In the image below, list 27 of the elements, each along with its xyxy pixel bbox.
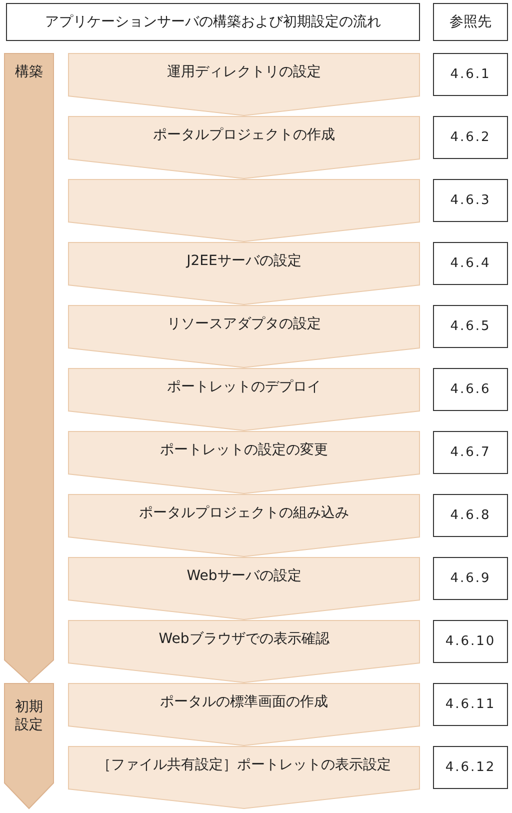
reference-box: 4.6.1 (433, 53, 508, 96)
step-box: Webサーバの設定 (68, 557, 420, 620)
reference-box: 4.6.8 (433, 494, 508, 537)
title-box: アプリケーションサーバの構築および初期設定の流れ (6, 3, 420, 41)
reference-box: 4.6.10 (433, 620, 508, 663)
reference-box: 4.6.6 (433, 368, 508, 411)
step-box: 運用ディレクトリの設定 (68, 53, 420, 116)
step-box: ポートレットの設定の変更 (68, 431, 420, 494)
step-box (68, 179, 420, 242)
reference-box: 4.6.4 (433, 242, 508, 285)
step-box: J2EEサーバの設定 (68, 242, 420, 305)
step-box: リソースアダプタの設定 (68, 305, 420, 368)
reference-box: 4.6.7 (433, 431, 508, 474)
phase-band: 初期設定 (4, 683, 54, 809)
reference-box: 4.6.2 (433, 116, 508, 159)
step-box: ポータルプロジェクトの作成 (68, 116, 420, 179)
step-box: Webブラウザでの表示確認 (68, 620, 420, 683)
step-box: ［ファイル共有設定］ポートレットの表示設定 (68, 746, 420, 809)
header-box: 参照先 (433, 3, 508, 41)
reference-box: 4.6.9 (433, 557, 508, 600)
reference-box: 4.6.5 (433, 305, 508, 348)
reference-box: 4.6.12 (433, 746, 508, 789)
reference-box: 4.6.3 (433, 179, 508, 222)
reference-box: 4.6.11 (433, 683, 508, 726)
step-box: ポータルプロジェクトの組み込み (68, 494, 420, 557)
step-box: ポータルの標準画面の作成 (68, 683, 420, 746)
step-box: ポートレットのデプロイ (68, 368, 420, 431)
